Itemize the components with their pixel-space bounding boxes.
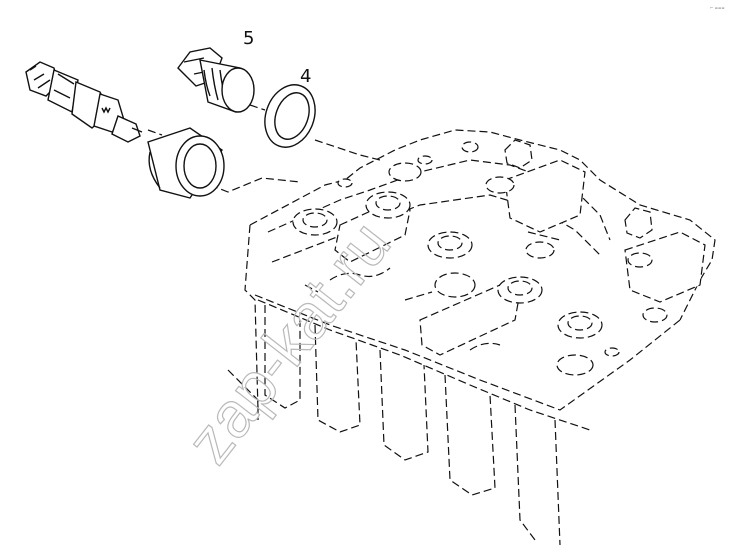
sealing-sleeve [147,127,225,199]
callout-5: 5 [243,28,254,49]
corner-mark: ⌐ === [710,5,725,10]
cylinder-head-block [227,129,716,546]
temperature-sensor [25,61,143,143]
plug-screw [177,47,255,113]
assembly-leader-lines [147,104,381,193]
sealing-ring [264,84,316,148]
callout-4: 4 [300,66,311,87]
watermark-text: zap-kat.ru [172,208,404,477]
